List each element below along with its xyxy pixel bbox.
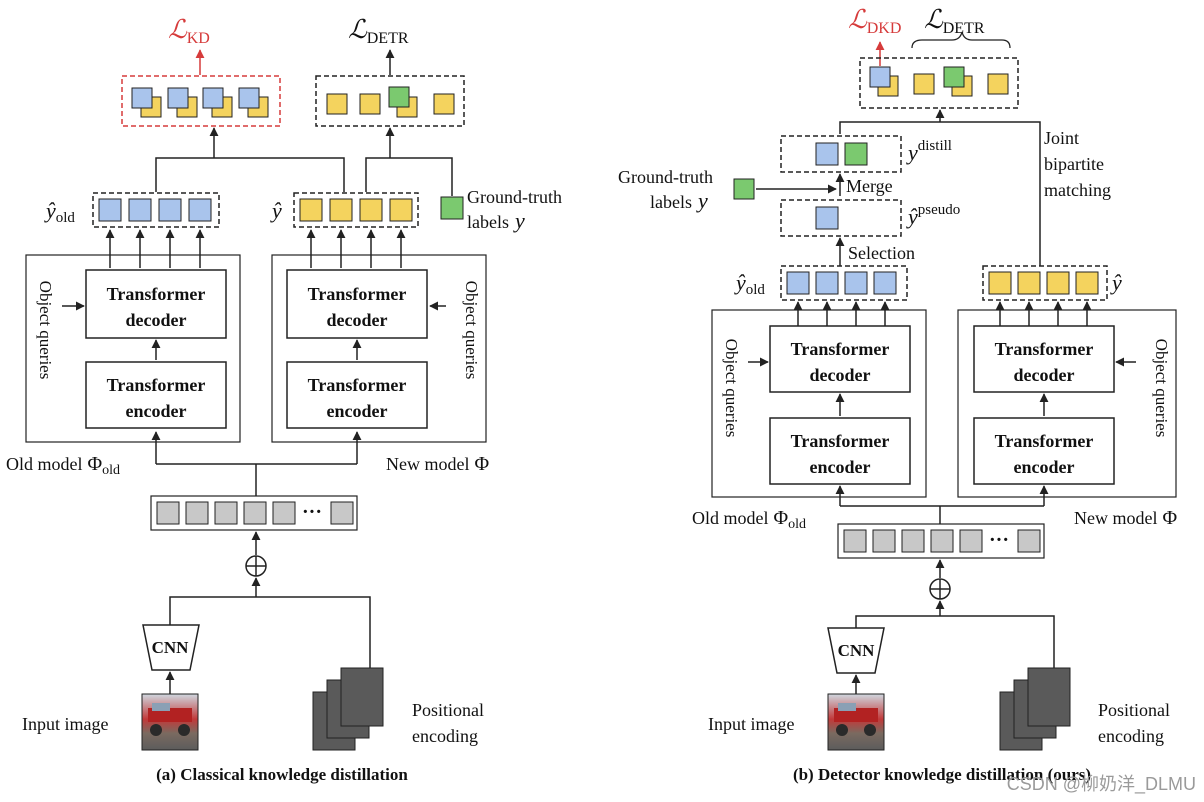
object-queries-old-b: Object queries xyxy=(722,339,741,438)
cnn-label-b: CNN xyxy=(838,641,876,660)
new-decoder-block xyxy=(286,269,428,339)
new-encoder-b-line1: Transformer xyxy=(995,431,1094,451)
old-decoder-b-line1: Transformer xyxy=(791,339,890,359)
old-encoder-b-line2: encoder xyxy=(810,457,871,477)
new-encoder-block xyxy=(286,361,428,429)
y-pseudo-label: ŷpseudo xyxy=(906,202,960,229)
old-encoder-line1: Transformer xyxy=(107,375,206,395)
input-image-label: Input image xyxy=(22,714,108,734)
merge-label: Merge xyxy=(846,176,893,196)
positional-encoding-stack-b xyxy=(999,667,1071,751)
loss-dkd-label: ℒDKD xyxy=(848,5,901,37)
new-decoder-block-b xyxy=(973,325,1115,393)
old-decoder-line1: Transformer xyxy=(107,284,206,304)
cnn-block xyxy=(142,624,200,671)
old-model-box-b xyxy=(711,309,927,498)
new-decoder-line2: decoder xyxy=(327,310,388,330)
new-decoder-line1: Transformer xyxy=(308,284,407,304)
y-old-label: ŷold xyxy=(44,198,75,226)
token-dots-b: ··· xyxy=(989,529,1009,551)
cnn-block-b xyxy=(827,627,885,674)
kd-pairs xyxy=(131,87,269,118)
old-encoder-block-b xyxy=(769,417,911,485)
input-image-b xyxy=(827,693,885,751)
joint-label-2: bipartite xyxy=(1044,154,1104,174)
new-encoder-block-b xyxy=(973,417,1115,485)
y-hat-group-b xyxy=(982,265,1108,301)
new-model-box xyxy=(271,254,487,443)
detr-output-group xyxy=(315,75,465,127)
caption-b: (b) Detector knowledge distillation (our… xyxy=(793,765,1091,784)
old-decoder-b-line2: decoder xyxy=(810,365,871,385)
new-encoder-line1: Transformer xyxy=(308,375,407,395)
watermark: CSDN @柳奶洋_DLMU xyxy=(1007,774,1196,795)
panel-b: ℒDKD ℒDETR Joint bipartite matching ydis… xyxy=(618,5,1177,784)
y-hat-label-b: ŷ xyxy=(1110,270,1122,295)
y-distill-label: ydistill xyxy=(906,138,952,165)
positional-encoding-stack xyxy=(312,667,384,751)
loss-detr-label: ℒDETR xyxy=(348,15,409,47)
y-hat-group xyxy=(293,192,419,228)
old-encoder-block xyxy=(85,361,227,429)
panel-a: ℒKD ℒDETR ŷold xyxy=(6,15,562,784)
new-decoder-b-line1: Transformer xyxy=(995,339,1094,359)
selection-label: Selection xyxy=(848,243,915,263)
positional-label-b-2: encoding xyxy=(1098,726,1164,746)
positional-label-1: Positional xyxy=(412,700,484,720)
y-distill-group xyxy=(780,135,902,173)
y-pseudo-group xyxy=(780,199,902,237)
new-encoder-b-line2: encoder xyxy=(1014,457,1075,477)
cnn-label: CNN xyxy=(152,638,190,657)
new-decoder-b-line2: decoder xyxy=(1014,365,1075,385)
old-decoder-block xyxy=(85,269,227,339)
ground-truth-square xyxy=(440,196,464,220)
caption-a: (a) Classical knowledge distillation xyxy=(156,765,408,784)
object-queries-new: Object queries xyxy=(462,281,481,380)
joint-label-1: Joint xyxy=(1044,128,1079,148)
old-encoder-line2: encoder xyxy=(126,401,187,421)
y-hat-label: ŷ xyxy=(270,198,282,223)
input-image xyxy=(141,693,199,751)
joint-label-3: matching xyxy=(1044,180,1111,200)
old-decoder-block-b xyxy=(769,325,911,393)
loss-detr-label-b: ℒDETR xyxy=(924,5,985,37)
input-image-label-b: Input image xyxy=(708,714,794,734)
token-dots: ··· xyxy=(302,501,322,523)
old-encoder-b-line1: Transformer xyxy=(791,431,890,451)
ground-truth-label-1: Ground-truth xyxy=(467,187,562,207)
ground-truth-square-b xyxy=(733,178,755,200)
positional-label-2: encoding xyxy=(412,726,478,746)
y-old-label-b: ŷold xyxy=(734,270,765,298)
loss-kd-label: ℒKD xyxy=(168,15,210,47)
ground-truth-b-label-1: Ground-truth xyxy=(618,167,713,187)
object-queries-old: Object queries xyxy=(36,281,55,380)
old-decoder-line2: decoder xyxy=(126,310,187,330)
positional-label-b-1: Positional xyxy=(1098,700,1170,720)
detr-pairs xyxy=(326,86,455,118)
object-queries-new-b: Object queries xyxy=(1152,339,1171,438)
new-encoder-line2: encoder xyxy=(327,401,388,421)
old-model-box xyxy=(25,254,241,443)
new-model-box-b xyxy=(957,309,1177,498)
